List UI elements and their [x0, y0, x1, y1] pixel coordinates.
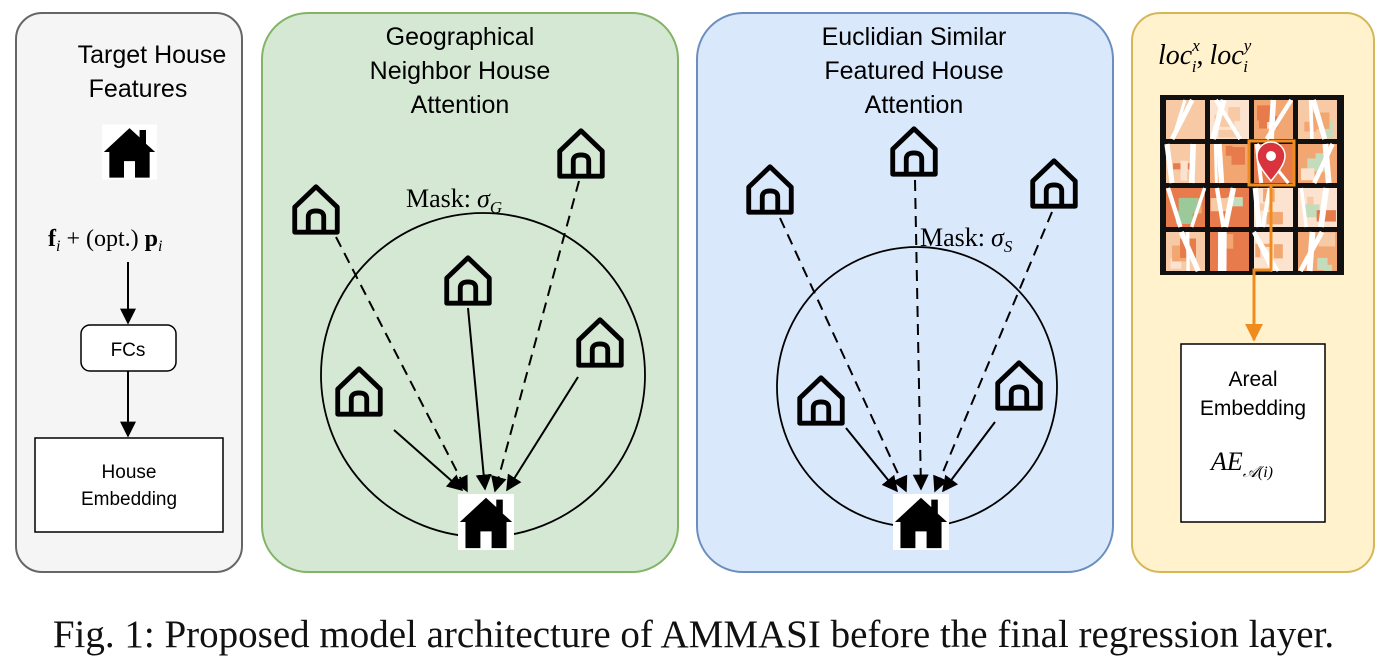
areal-embedding-line2: Embedding: [1200, 397, 1306, 420]
map-tile: [1166, 98, 1205, 141]
euclid-title-line3: Attention: [865, 91, 964, 119]
geo-arrow-dashed-1: [335, 236, 468, 493]
geo-attention-panel: Geographical Neighbor House Attention Ma…: [261, 12, 679, 573]
areal-embedding-line1: Areal: [1228, 368, 1277, 391]
euclid-title-line1: Euclidian Similar: [822, 23, 1007, 51]
geo-target-house-icon: [458, 494, 514, 550]
map-tile: [1210, 98, 1249, 141]
euclid-arrow-dashed-2: [912, 179, 929, 491]
map-tile: [1210, 231, 1249, 272]
map-tile: [1252, 231, 1293, 272]
location-pin-icon: [1256, 141, 1286, 183]
target-title-line2: Features: [89, 75, 188, 103]
map-tile: [1252, 187, 1293, 228]
house-embedding-line2: Embedding: [81, 489, 177, 510]
areal-connector-arrow: [1245, 185, 1273, 342]
map-tile: [1210, 143, 1249, 184]
map-tile: [1164, 143, 1205, 184]
geo-arrow-solid-3: [506, 376, 579, 492]
map-tile: [1298, 99, 1337, 140]
euclid-target-house-icon: [893, 494, 949, 550]
target-formula: fi+ (opt.)pi: [48, 226, 162, 255]
map-tile: [1254, 98, 1294, 141]
geo-title-line2: Neighbor House: [370, 57, 551, 85]
geo-title-line1: Geographical: [386, 23, 535, 51]
euclid-mask-label: Mask:σS: [920, 223, 1013, 256]
areal-embedding-box: [1180, 343, 1326, 523]
map-tile: [1165, 187, 1207, 228]
house-embedding-box: [34, 437, 224, 533]
euclid-attention-panel: Euclidian Similar Featured House Attenti…: [696, 12, 1114, 573]
geo-arrow-solid-1: [467, 307, 492, 491]
house-embedding-line1: House: [102, 462, 157, 483]
fcs-label: FCs: [111, 340, 146, 361]
map-tile: [1210, 187, 1249, 228]
euclid-arrow-dashed-1: [779, 217, 908, 493]
target-title-line1: Target House: [78, 41, 227, 69]
euclid-arrow-dashed-3: [933, 211, 1053, 493]
geo-arrow-solid-2: [393, 429, 464, 492]
map-tile: [1166, 230, 1205, 273]
euclid-arrow-solid-1: [845, 427, 899, 493]
map-grid: [1160, 95, 1344, 275]
target-features-panel: Target House Features fi+ (opt.)pi FCs H…: [15, 12, 243, 573]
areal-embedding-symbol: AE𝒜(i): [1209, 447, 1273, 481]
map-tile: [1298, 143, 1337, 184]
euclid-arrow-solid-2: [942, 421, 996, 493]
euclid-title-line2: Featured House: [824, 57, 1003, 85]
map-tile: [1298, 187, 1337, 228]
geo-mask-label: Mask:σG: [406, 184, 502, 217]
geo-title-line3: Attention: [411, 91, 510, 119]
map-tile: [1298, 230, 1337, 273]
target-house-icon: [102, 124, 157, 180]
figure-caption: Fig. 1: Proposed model architecture of A…: [52, 613, 1335, 656]
